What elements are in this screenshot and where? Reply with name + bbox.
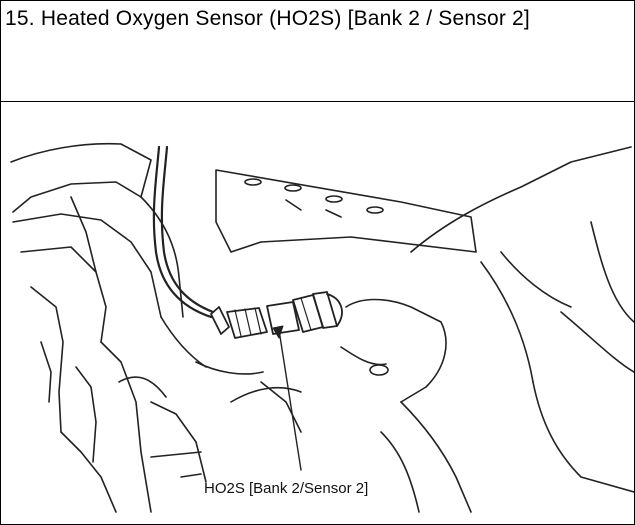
sensor-callout-label: HO2S [Bank 2/Sensor 2] bbox=[204, 480, 369, 497]
engine-line-drawing bbox=[10, 142, 634, 513]
sensor-illustration: HO2S [Bank 2/Sensor 2] bbox=[1, 102, 634, 524]
section-title: 15. Heated Oxygen Sensor (HO2S) [Bank 2 … bbox=[5, 7, 530, 30]
section-header: 15. Heated Oxygen Sensor (HO2S) [Bank 2 … bbox=[1, 1, 634, 102]
